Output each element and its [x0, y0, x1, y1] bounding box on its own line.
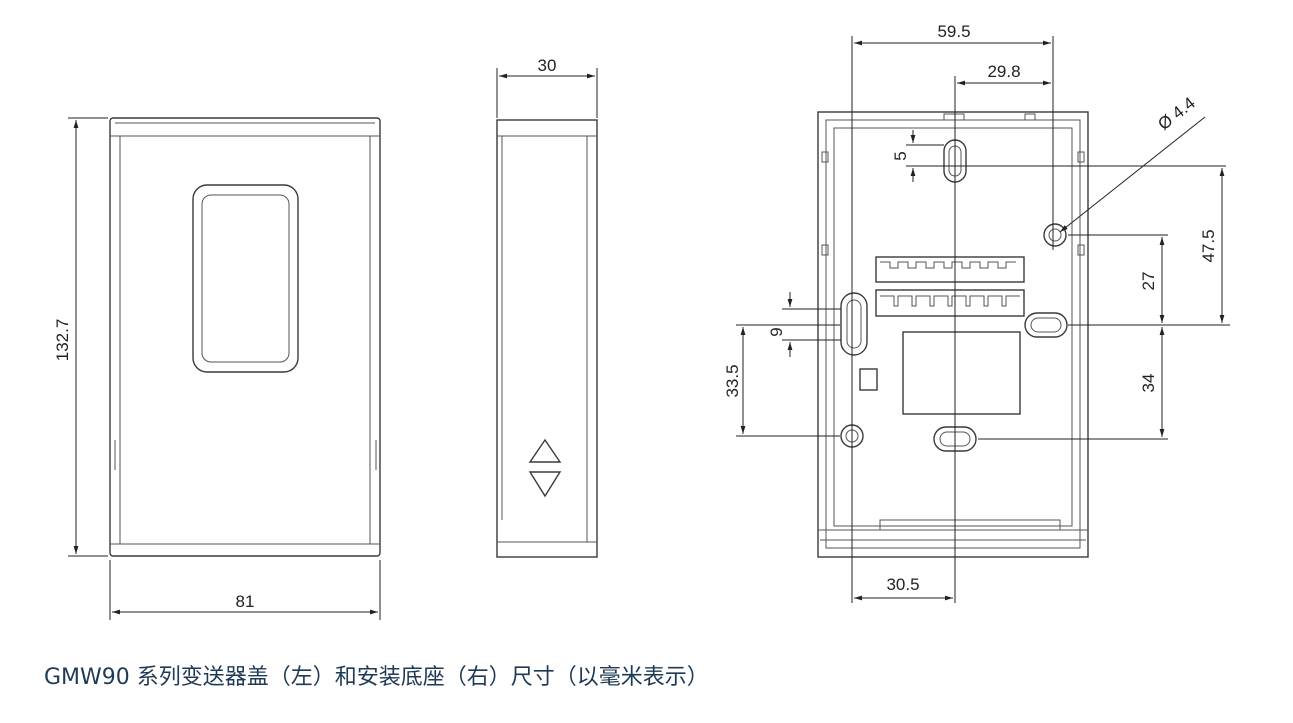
label-hole-diameter: Ø 4.4 [1154, 93, 1198, 134]
label-slot-5: 5 [891, 151, 910, 160]
dimension-slot-9: 9 [767, 292, 841, 357]
dimension-base-width: 59.5 [854, 22, 1051, 46]
label-vert-47-5: 47.5 [1199, 229, 1218, 262]
label-slot-9: 9 [767, 327, 786, 336]
dimension-vert-33-5: 33.5 [723, 324, 840, 437]
cover-front-view [109, 117, 381, 557]
dimension-base-half-width: 29.8 [957, 62, 1051, 86]
label-bottom-30-5: 30.5 [886, 575, 919, 594]
dimension-side-depth: 30 [496, 56, 598, 118]
label-vert-27: 27 [1139, 272, 1158, 291]
label-base-width: 59.5 [937, 22, 970, 41]
label-base-half-width: 29.8 [987, 62, 1020, 81]
figure-caption: GMW90 系列变送器盖（左）和安装底座（右）尺寸（以毫米表示） [44, 665, 709, 690]
up-arrow-icon [528, 438, 562, 463]
dimension-cover-width: 81 [109, 560, 381, 620]
dimension-slot-5: 5 [891, 130, 1226, 182]
label-vert-33-5: 33.5 [723, 364, 742, 397]
dimension-bottom-30-5: 30.5 [854, 575, 953, 601]
down-arrow-icon [528, 471, 562, 498]
dimension-vert-34: 34 [978, 327, 1168, 440]
label-cover-height: 132.7 [53, 319, 72, 362]
label-side-depth: 30 [538, 56, 557, 75]
cover-side-view [496, 119, 598, 558]
dimension-vert-47-5: 47.5 [1068, 168, 1230, 326]
label-vert-34: 34 [1139, 374, 1158, 393]
dimension-cover-height: 132.7 [53, 117, 108, 557]
dimension-hole-diameter: Ø 4.4 [1059, 93, 1206, 233]
dimension-drawing: 132.7 81 30 [53, 22, 1230, 620]
label-cover-width: 81 [236, 592, 255, 611]
dimension-vert-27: 27 [1068, 234, 1168, 323]
mounting-base-view [817, 111, 1089, 558]
